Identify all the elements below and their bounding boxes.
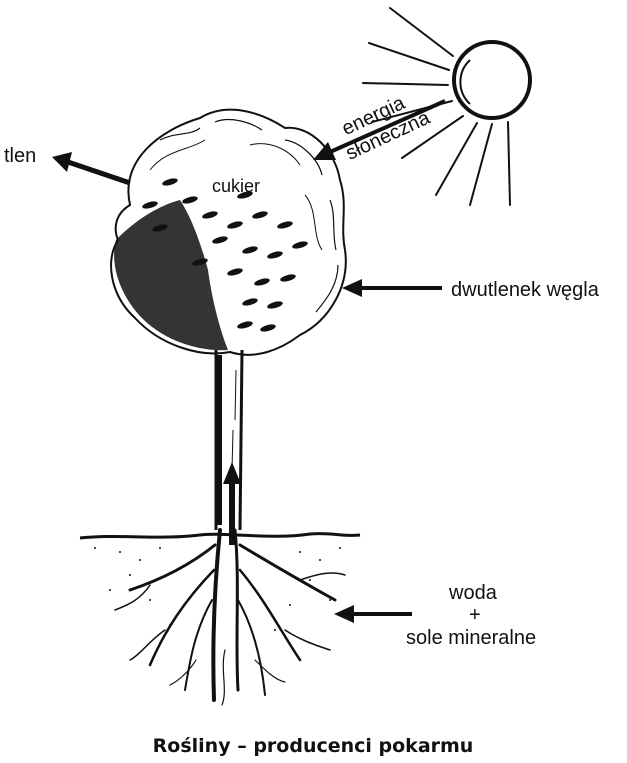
sugar-label: cukier [212,176,260,196]
solar-energy-arrow [313,99,446,160]
water-minerals-arrow [334,605,412,623]
tree-trunk [214,349,244,531]
tree-crown [110,108,347,356]
solar-energy-label: energia słoneczna [339,92,435,165]
co2-arrow [342,279,442,297]
sun-icon [362,7,532,206]
oxygen-arrow [52,152,131,186]
minerals-label: sole mineralne [406,627,536,649]
figure-caption: Rośliny – producenci pokarmu [153,735,474,757]
water-transport-arrow [223,462,241,545]
water-label: woda [448,582,498,604]
leaf-marks [142,178,308,332]
sun-rays [362,7,511,206]
tree-roots [114,528,346,706]
oxygen-label: tlen [4,145,36,167]
co2-label: dwutlenek węgla [451,279,600,301]
plus-sign: + [469,604,481,626]
